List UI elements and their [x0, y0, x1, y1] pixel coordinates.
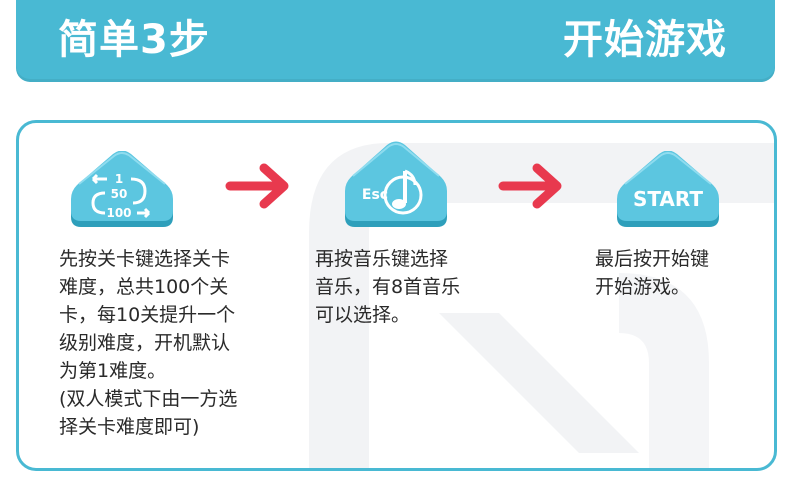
arrow-right-icon	[225, 163, 289, 209]
step-1-line: 卡，每10关提升一个	[59, 304, 236, 326]
arrow-right-icon	[498, 163, 562, 209]
step-1-description: 先按关卡键选择关卡 难度，总共100个关 卡，每10关提升一个 级别难度，开机默…	[59, 245, 237, 441]
step-1-line: (双人模式下由一方选	[59, 388, 238, 410]
header-right-title: 开始游戏	[563, 17, 727, 63]
header-left-title: 简单3步	[58, 17, 210, 63]
step-3-line: 最后按开始键	[595, 248, 710, 270]
step-1-line: 级别难度，开机默认	[59, 332, 231, 354]
step-1-line: 择关卡难度即可)	[59, 416, 200, 438]
step-1-line: 为第1难度。	[59, 360, 167, 382]
level-button-icon: 1 50 100	[71, 151, 173, 227]
step-3-description: 最后按开始键 开始游戏。	[595, 245, 709, 301]
start-button-icon: START	[617, 151, 719, 227]
step-1-line: 先按关卡键选择关卡	[59, 248, 231, 270]
step-2-line: 音乐，有8首音乐	[315, 276, 461, 298]
start-label: START	[633, 187, 703, 211]
steps-card: 1 50 100 Esc S	[16, 120, 777, 471]
step-1-line: 难度，总共100个关	[59, 276, 229, 298]
level-label-100: 100	[106, 206, 131, 220]
level-label-50: 50	[111, 187, 128, 201]
step-2-description: 再按音乐键选择 音乐，有8首音乐 可以选择。	[315, 245, 460, 329]
esc-label: Esc	[362, 187, 388, 203]
level-label-1: 1	[115, 172, 123, 186]
step-2-line: 再按音乐键选择	[315, 248, 449, 270]
step-2-line: 可以选择。	[315, 304, 411, 326]
header-banner: 简单3步 开始游戏	[16, 0, 775, 82]
step-3-line: 开始游戏。	[595, 276, 691, 298]
music-button-icon: Esc	[345, 141, 447, 227]
